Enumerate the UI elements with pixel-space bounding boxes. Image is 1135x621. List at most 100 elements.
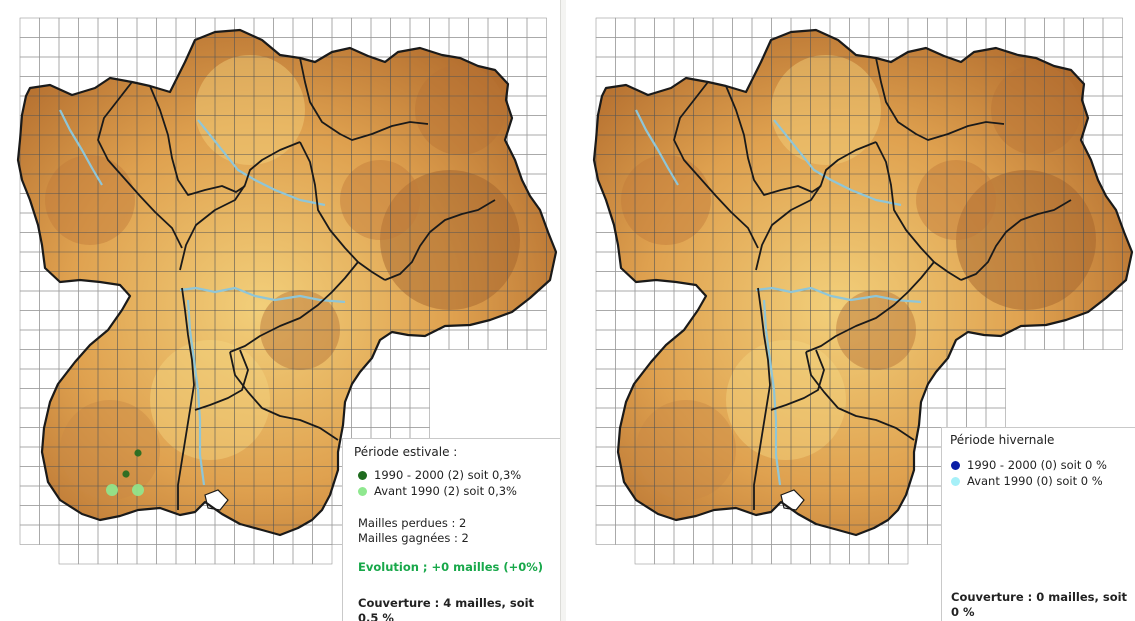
grid-cell [156,17,177,38]
grid-cell [927,17,948,38]
grid-cell [966,407,987,428]
grid-cell [1083,76,1104,97]
grid-cell [712,17,733,38]
grid-cell [693,56,714,77]
grid-cell [175,544,196,565]
grid-cell [595,466,616,487]
grid-cell [829,544,850,565]
grid-cell [1063,17,1084,38]
grid-cell [634,310,655,331]
grid-cell [526,115,547,136]
legend-dot-old [358,487,367,496]
grid-cell [595,251,616,272]
grid-cell [58,544,79,565]
legend-item-label: Avant 1990 (0) soit 0 % [967,474,1103,488]
grid-cell [58,37,79,58]
department-border [177,287,195,510]
grid-cell [507,37,528,58]
grid-cell [712,56,733,77]
grid-cell [351,388,372,409]
grid-cell [19,388,40,409]
observation-dot [106,484,118,496]
grid-cell [966,388,987,409]
grid-cell [468,17,489,38]
river [186,299,206,486]
grid-cell [253,544,274,565]
grid-cell [634,329,655,350]
grid-cell [97,56,118,77]
legend-item-recent: 1990 - 2000 (2) soit 0,3% [358,468,521,483]
grid-cell [1102,37,1123,58]
grid-cell [351,407,372,428]
relief-patch [45,155,135,245]
grid-cell [1102,154,1123,175]
grid-cell [19,349,40,370]
grid-cell [654,37,675,58]
grid-cell [615,524,636,545]
grid-cell [390,407,411,428]
grid-cell [634,56,655,77]
grid-cell [790,544,811,565]
river [773,119,902,207]
grid-cell [927,388,948,409]
grid-cell [390,368,411,389]
grid-cell [409,407,430,428]
grid-cell [1102,56,1123,77]
grid-cell [526,154,547,175]
grid-cell [712,37,733,58]
legend-title: Période estivale : [354,445,458,459]
grid-cell [1102,115,1123,136]
grid-cell [19,329,40,350]
grid-cell [732,544,753,565]
grid-cell [1024,17,1045,38]
grid-cell [19,310,40,331]
grid-cell [19,427,40,448]
grid-cell [615,505,636,526]
legend-item-old: Avant 1990 (2) soit 0,3% [358,484,517,499]
grid-cell [429,17,450,38]
grid-cell [673,56,694,77]
grid-cell [595,485,616,506]
grid-cell [810,544,831,565]
department-border [770,349,825,411]
grid-cell [966,349,987,370]
grid-cell [615,310,636,331]
relief-patch [636,400,736,500]
grid-cell [654,56,675,77]
department-border [149,85,246,196]
river [59,109,103,186]
grid-cell [292,17,313,38]
grid-cell [312,17,333,38]
grid-cell [136,56,157,77]
coverage-percent: 0,5 % [358,611,394,621]
grid-cell [1102,95,1123,116]
grid-cell [654,544,675,565]
grid-cell [448,329,469,350]
grid-cell [595,310,616,331]
grid-cell [409,368,430,389]
grid-cell [888,544,909,565]
grid-cell [985,407,1006,428]
grid-cell [526,17,547,38]
grid-cell [1102,310,1123,331]
coverage-text: Couverture : 4 mailles, soit [358,596,535,610]
grid-cell [19,505,40,526]
grid-cell [117,56,138,77]
grid-cell [39,349,60,370]
grid-cell [214,544,235,565]
grid-cell [985,368,1006,389]
grid-cell [58,310,79,331]
grid-cell [487,37,508,58]
grid-cell [946,407,967,428]
department-border [299,57,429,141]
grid-cell [78,290,99,311]
legend-item-label: 1990 - 2000 (0) soit 0 % [967,458,1107,472]
grid-cell [946,37,967,58]
grid-cell [595,232,616,253]
grid-cell [946,17,967,38]
grid-cell [195,544,216,565]
grid-cell [595,427,616,448]
grid-cell [849,17,870,38]
region-terrain [594,30,1132,535]
grid-cell [654,17,675,38]
